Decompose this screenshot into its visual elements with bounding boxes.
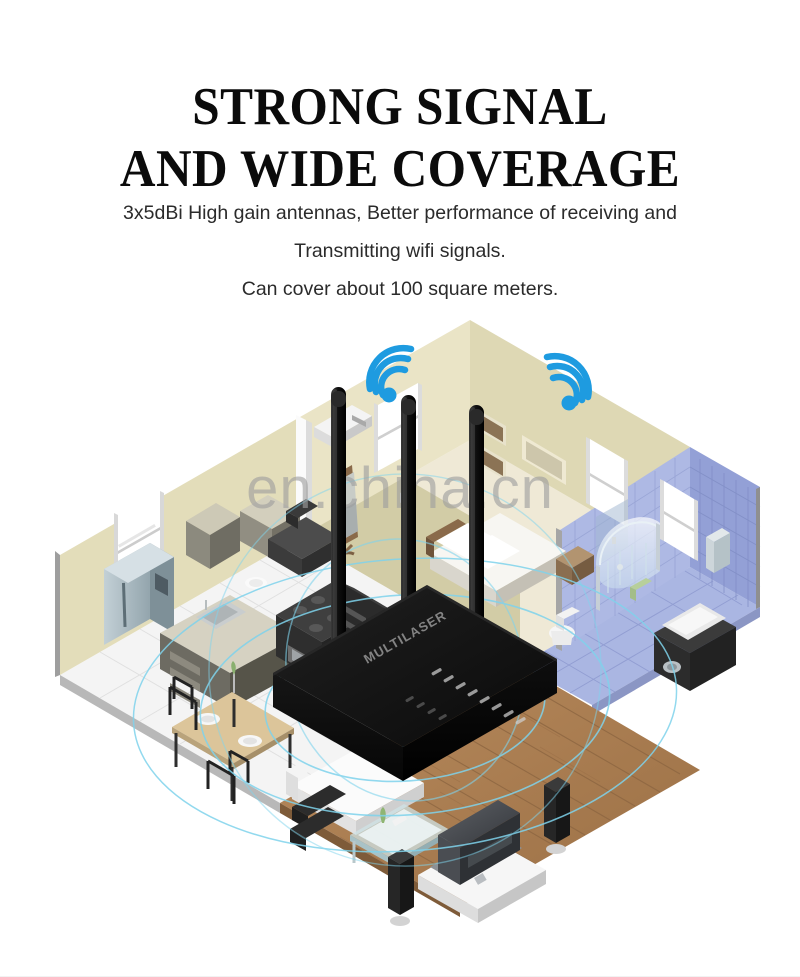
feature-description-line-1: 3x5dBi High gain antennas, Better perfor… xyxy=(123,202,677,224)
headline-line-2: AND WIDE COVERAGE xyxy=(119,139,681,198)
headline-line-1: STRONG SIGNAL xyxy=(192,77,608,136)
feature-description-line-3: Can cover about 100 square meters. xyxy=(241,278,559,300)
wifi-signal-right-icon xyxy=(543,352,592,411)
isometric-apartment xyxy=(55,320,761,926)
coverage-illustration: en.china.cn xyxy=(0,315,800,955)
feature-description-line-2: Transmitting wifi signals. xyxy=(294,240,506,262)
router-antenna-left xyxy=(331,387,346,651)
router-right-face xyxy=(403,659,557,781)
router-top-face xyxy=(273,585,557,747)
wifi-signal-left-icon xyxy=(366,344,415,403)
watermark: en.china.cn xyxy=(246,456,554,521)
router-front-face xyxy=(273,673,403,781)
page-title: STRONG SIGNAL AND WIDE COVERAGE xyxy=(28,76,772,200)
router-led-indicators xyxy=(431,668,526,725)
router-antenna-center xyxy=(401,395,416,653)
feature-description: 3x5dBi High gain antennas, Better perfor… xyxy=(50,194,750,308)
router-antenna-right xyxy=(469,405,484,661)
wifi-router: MULTILASER xyxy=(273,387,557,781)
